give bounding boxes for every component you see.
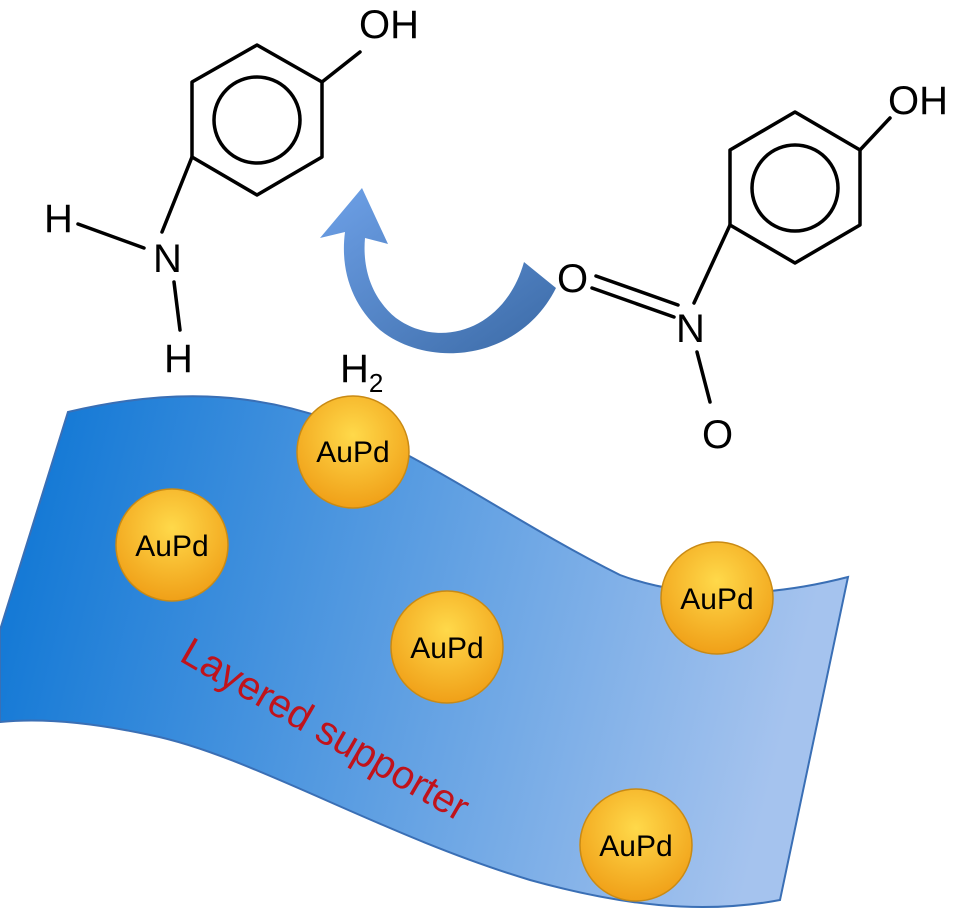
nitrophenol-o-bottom-label: O: [702, 413, 733, 457]
aminophenol-n-label: N: [153, 237, 182, 281]
nitrophenol-n-label: N: [676, 307, 705, 351]
hydrogen-subscript: 2: [369, 368, 383, 398]
bond-n-h-left: [76, 222, 146, 250]
aupd-nanoparticle: AuPd: [115, 488, 229, 602]
aminophenol-h-left-label: H: [44, 197, 73, 241]
aminophenol-molecule: OH N H H: [44, 3, 419, 381]
aupd-label: AuPd: [599, 830, 672, 863]
aupd-nanoparticle: AuPd: [660, 541, 774, 655]
bond-n-h-bottom: [172, 280, 182, 332]
aminophenol-ring: [190, 43, 324, 197]
hydrogen-label: H2: [340, 347, 383, 398]
aupd-label: AuPd: [680, 583, 753, 616]
nitrophenol-ring: [728, 110, 862, 265]
aminophenol-oh-label: OH: [359, 3, 419, 47]
reaction-arrow: [320, 188, 556, 354]
bond-n-o-double-b: [590, 286, 676, 319]
aupd-nanoparticle: AuPd: [579, 788, 693, 902]
bond-c-oh: [320, 50, 362, 84]
bond-c-oh: [858, 116, 892, 152]
nitrophenol-molecule: OH N O O: [557, 79, 948, 457]
aupd-label: AuPd: [316, 436, 389, 469]
aupd-label: AuPd: [135, 530, 208, 563]
hydrogen-symbol: H: [340, 347, 369, 391]
aupd-nanoparticle: AuPd: [390, 590, 504, 704]
aupd-nanoparticle: AuPd: [296, 395, 410, 509]
bond-n-o-single: [695, 350, 712, 404]
aminophenol-h-bottom-label: H: [164, 337, 193, 381]
bond-n-o-double-a: [594, 274, 680, 307]
nitrophenol-o-top-label: O: [557, 257, 588, 301]
nitrophenol-oh-label: OH: [888, 79, 948, 123]
bond-c-n: [160, 155, 194, 234]
bond-c-n: [692, 223, 732, 305]
aupd-label: AuPd: [410, 632, 483, 665]
